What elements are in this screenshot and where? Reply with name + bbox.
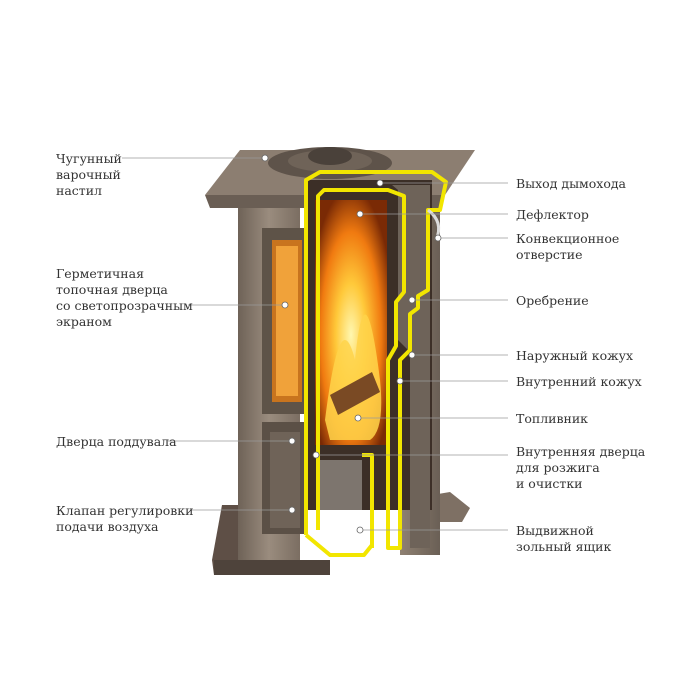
label-outer-casing: Наружный кожух (516, 348, 634, 363)
label-fire-door: Герметичная топочная дверца со светопроз… (56, 266, 193, 329)
label-convection-hole: Конвекционное отверстие (516, 231, 620, 262)
label-ash-drawer: Выдвижной зольный ящик (516, 523, 612, 554)
label-air-valve: Клапан регулировки подачи воздуха (56, 503, 194, 534)
fire-door-frame (262, 228, 306, 414)
ash-door-frame (262, 422, 306, 534)
leader-lines (122, 157, 508, 531)
label-deflector: Дефлектор (516, 207, 589, 222)
label-fins: Оребрение (516, 293, 589, 308)
label-inner-casing: Внутренний кожух (516, 374, 642, 389)
label-cooktop: Чугунный варочный настил (56, 151, 122, 198)
leader-dots (261, 154, 442, 534)
label-ash-door: Дверца поддувала (56, 434, 177, 449)
label-firebox: Топливник (516, 411, 588, 426)
label-flue-outlet: Выход дымохода (516, 176, 626, 191)
label-inner-door: Внутренняя дверца для розжига и очистки (516, 444, 646, 491)
inner-casing-block (392, 185, 430, 548)
